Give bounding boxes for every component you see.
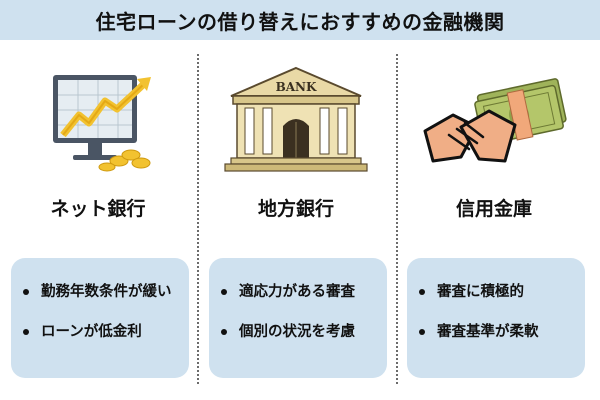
column-divider: [396, 54, 398, 384]
online-trading-monitor-icon: [8, 56, 188, 184]
feature-card: 適応力がある審査 個別の状況を考慮: [209, 258, 387, 378]
feature-card: 審査に積極的 審査基準が柔軟: [407, 258, 585, 378]
diagram-title: 住宅ローンの借り替えにおすすめの金融機関: [95, 9, 505, 34]
column-heading: ネット銀行: [50, 198, 146, 220]
feature-item: 適応力がある審査: [221, 282, 387, 322]
feature-card: 勤務年数条件が緩い ローンが低金利: [11, 258, 189, 378]
column-heading: 信用金庫: [455, 198, 532, 220]
feature-item: 勤務年数条件が緩い: [23, 282, 189, 322]
bank-building-icon: BANK: [206, 56, 386, 184]
column-divider: [197, 54, 199, 384]
handshake-money-icon: [404, 56, 584, 184]
title-bar: 住宅ローンの借り替えにおすすめの金融機関: [0, 0, 600, 40]
feature-item: ローンが低金利: [23, 322, 189, 362]
column-heading: 地方銀行: [257, 198, 334, 220]
feature-item: 審査に積極的: [419, 282, 585, 322]
feature-item: 個別の状況を考慮: [221, 322, 387, 362]
bank-sign: BANK: [276, 80, 317, 94]
column-regional-bank: BANK 地方銀行 適応力がある審査 個別の状況を考慮: [206, 48, 387, 388]
feature-item: 審査基準が柔軟: [419, 322, 585, 362]
column-net-bank: ネット銀行 勤務年数条件が緩い ローンが低金利: [8, 48, 189, 388]
column-shinkin-bank: 信用金庫 審査に積極的 審査基準が柔軟: [404, 48, 585, 388]
